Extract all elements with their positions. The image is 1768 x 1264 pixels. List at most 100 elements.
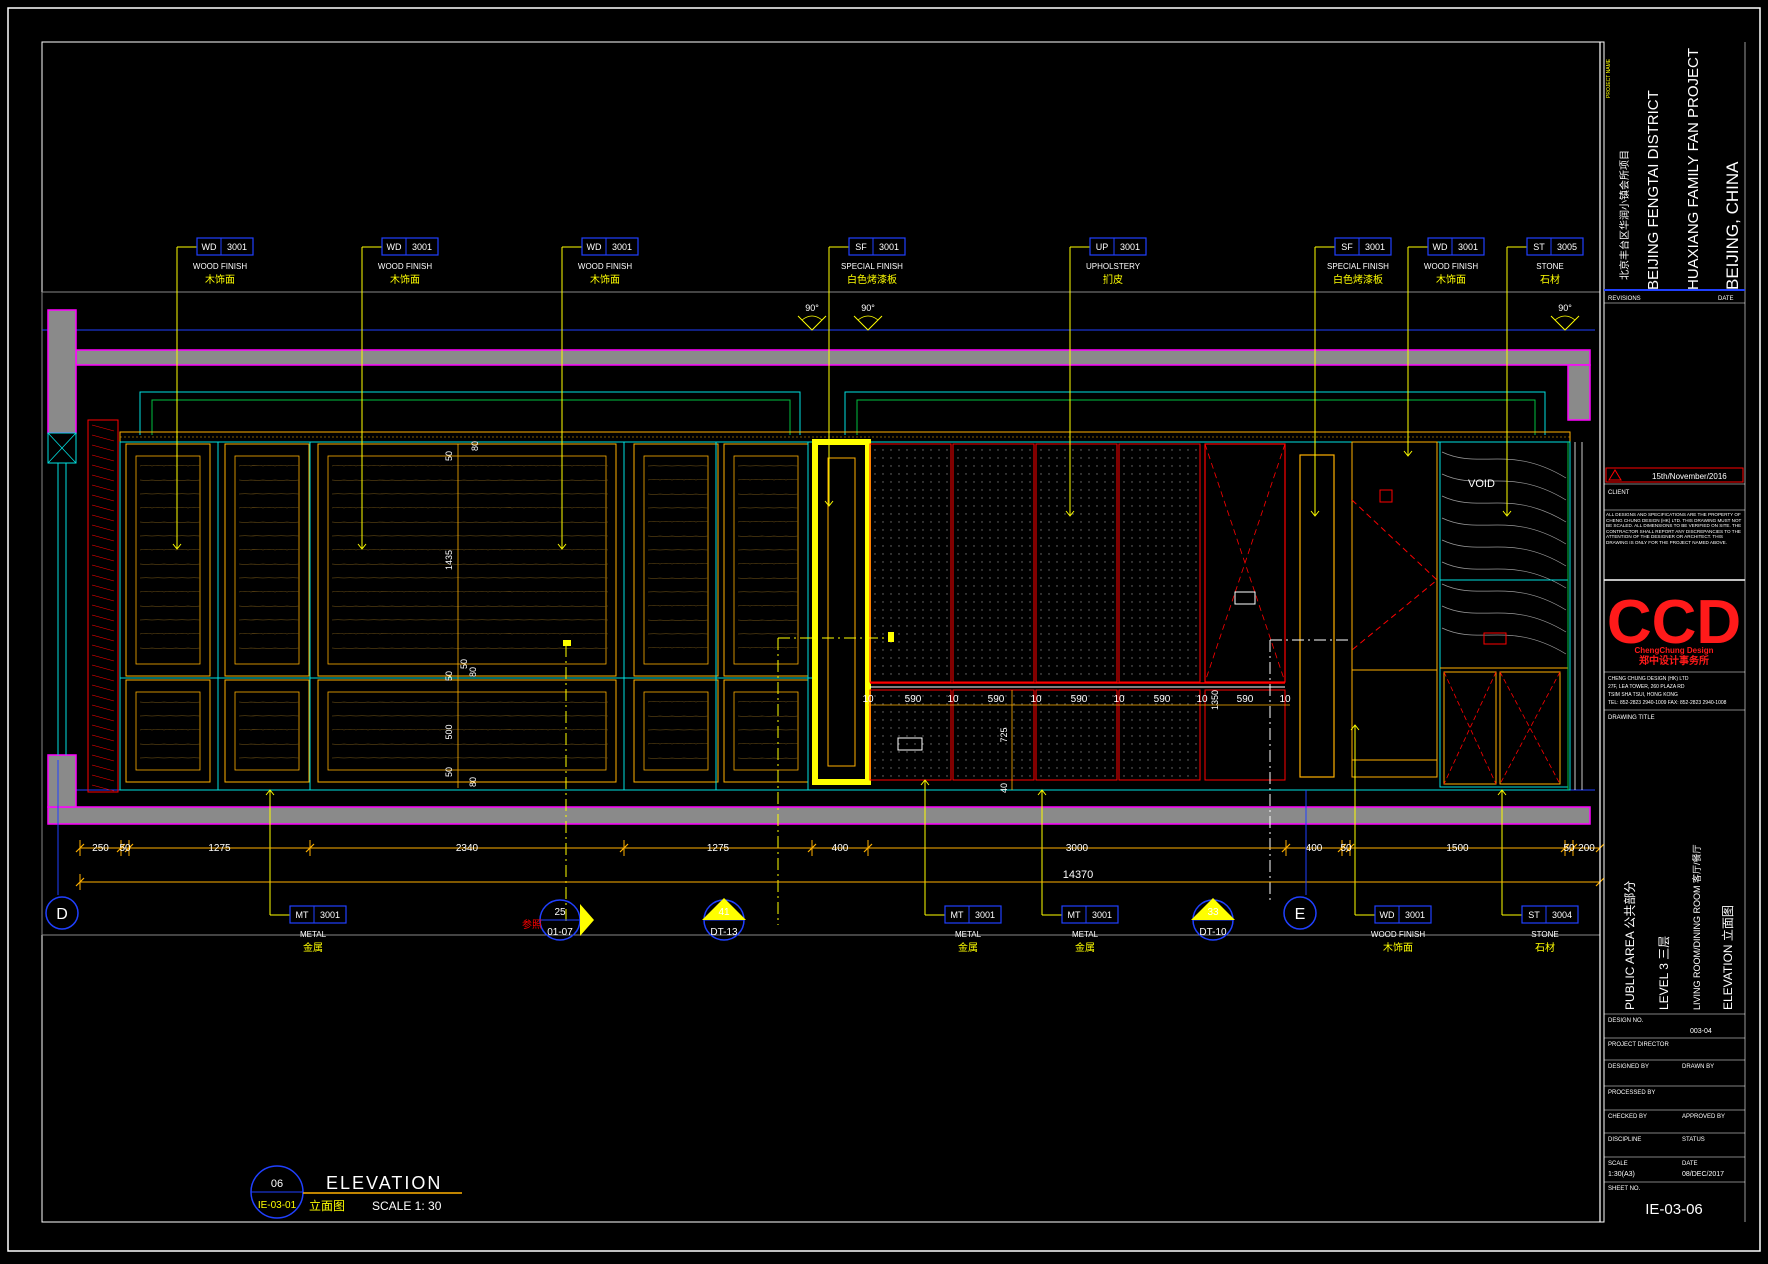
tufting-dot [1021, 537, 1022, 538]
tufting-dot [906, 625, 907, 626]
tufting-dot [1104, 553, 1105, 554]
tufting-dot [1064, 673, 1065, 674]
tufting-dot [1048, 481, 1049, 482]
tufting-dot [1155, 593, 1156, 594]
tufting-dot [1131, 601, 1132, 602]
tufting-dot [1123, 585, 1124, 586]
tufting-dot [1080, 593, 1081, 594]
tufting-dot [1195, 521, 1196, 522]
hatch-line [92, 485, 114, 491]
tufting-dot [1072, 585, 1073, 586]
svg-text:DISCIPLINE: DISCIPLINE [1608, 1137, 1641, 1143]
tufting-dot [930, 751, 931, 752]
tufting-dot [1179, 673, 1180, 674]
tufting-dot [1131, 735, 1132, 736]
section-bottom: DT-13 [710, 927, 738, 938]
tufting-dot [1005, 545, 1006, 546]
tufting-dot [930, 593, 931, 594]
tufting-dot [938, 529, 939, 530]
tufting-dot [1187, 641, 1188, 642]
tufting-dot [1013, 649, 1014, 650]
tufting-dot [1163, 465, 1164, 466]
tufting-dot [1048, 727, 1049, 728]
tufting-dot [1139, 727, 1140, 728]
tufting-dot [1155, 759, 1156, 760]
tufting-dot [1179, 727, 1180, 728]
tufting-dot [1139, 481, 1140, 482]
tufting-dot [946, 473, 947, 474]
wood-grain [140, 507, 200, 508]
tufting-dot [981, 569, 982, 570]
tufting-dot [1040, 529, 1041, 530]
tufting-dot [914, 513, 915, 514]
tag-number: 3001 [612, 242, 632, 252]
tufting-dot [1123, 775, 1124, 776]
tufting-dot [1147, 759, 1148, 760]
tufting-dot [922, 719, 923, 720]
tufting-dot [1139, 489, 1140, 490]
tufting-dot [1179, 569, 1180, 570]
tufting-dot [1040, 497, 1041, 498]
tufting-dot [898, 521, 899, 522]
dim-vertical: 80 [468, 777, 478, 787]
tufting-dot [1163, 601, 1164, 602]
tufting-dot [1171, 473, 1172, 474]
tufting-dot [1056, 695, 1057, 696]
tufting-dot [1155, 537, 1156, 538]
tufting-dot [874, 553, 875, 554]
tufting-dot [981, 529, 982, 530]
tufting-dot [1131, 481, 1132, 482]
tufting-dot [1013, 657, 1014, 658]
tufting-dot [989, 719, 990, 720]
tufting-dot [914, 711, 915, 712]
tufting-dot [997, 609, 998, 610]
tufting-dot [882, 625, 883, 626]
tufting-dot [1096, 743, 1097, 744]
tufting-dot [1096, 537, 1097, 538]
project-line3: BEIJING, CHINA [1723, 161, 1742, 290]
tufting-dot [1029, 481, 1030, 482]
tufting-dot [1005, 665, 1006, 666]
tufting-dot [874, 561, 875, 562]
tufting-dot [1104, 719, 1105, 720]
tufting-dot [1088, 625, 1089, 626]
section-bottom: DT-10 [1199, 927, 1227, 938]
tufting-dot [1021, 743, 1022, 744]
tufting-dot [1064, 505, 1065, 506]
tufting-dot [898, 537, 899, 538]
tufting-dot [898, 473, 899, 474]
tufting-dot [1040, 743, 1041, 744]
tufting-dot [1088, 767, 1089, 768]
svg-text:IE-03-01: IE-03-01 [258, 1200, 297, 1211]
tufting-dot [1048, 537, 1049, 538]
tufting-dot [1112, 673, 1113, 674]
wood-grain [648, 521, 708, 522]
tufting-dot [1088, 489, 1089, 490]
tufting-dot [922, 617, 923, 618]
tufting-dot [1080, 553, 1081, 554]
hatch-line [92, 715, 114, 721]
tufting-dot [1104, 695, 1105, 696]
tufting-dot [973, 775, 974, 776]
tufting-dot [973, 633, 974, 634]
ceiling-slab [76, 350, 1590, 365]
tufting-dot [1088, 641, 1089, 642]
tufting-dot [989, 775, 990, 776]
tufting-dot [1013, 617, 1014, 618]
tufting-dot [1021, 481, 1022, 482]
tufting-dot [1179, 537, 1180, 538]
tufting-dot [1171, 577, 1172, 578]
tufting-dot [1040, 625, 1041, 626]
tufting-dot [1080, 537, 1081, 538]
tufting-dot [1139, 719, 1140, 720]
tufting-dot [922, 633, 923, 634]
tufting-dot [1155, 649, 1156, 650]
tag-code: SF [1341, 242, 1353, 252]
tufting-dot [890, 521, 891, 522]
tufting-dot [1171, 743, 1172, 744]
tufting-dot [1096, 711, 1097, 712]
tufting-dot [1080, 759, 1081, 760]
